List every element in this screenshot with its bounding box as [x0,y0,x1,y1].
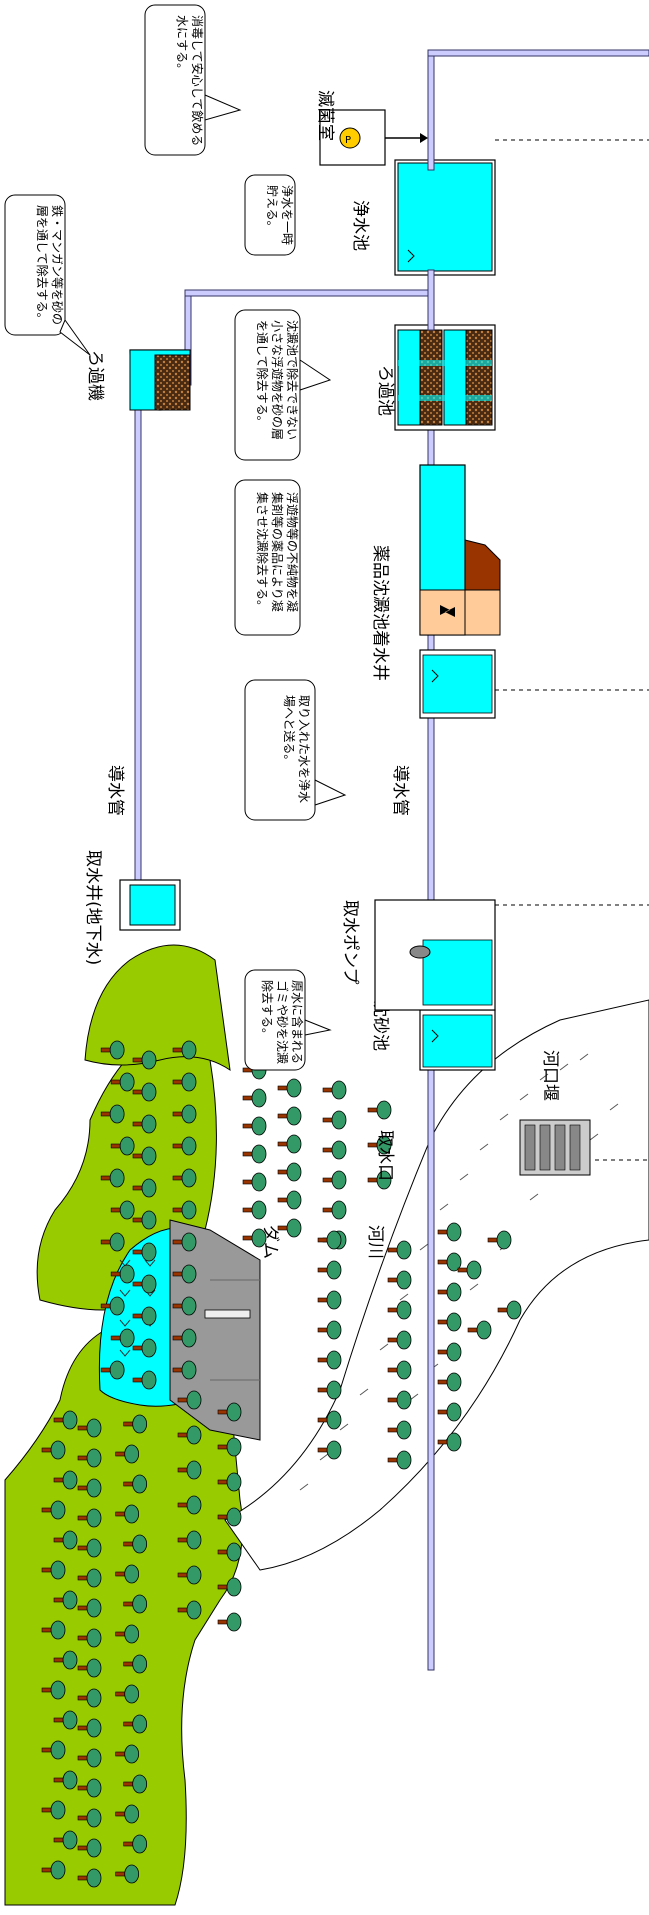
note-conduit [244,679,347,821]
tree-icon [322,1110,347,1130]
tree-icon [217,1612,242,1632]
clear-water-reservoir [394,159,496,276]
intake-pump-label: 取水ポンプ [340,900,360,985]
receiving-well-label: 着水井 [370,630,390,681]
note-line: 集剤等の薬品により凝 [270,492,285,612]
tree-icon [242,1088,267,1108]
note-line: ゴミや砂を沈澱 [275,980,290,1064]
tree-icon [277,1106,302,1126]
grit-chamber [419,1009,496,1071]
filter-machine [129,349,191,411]
intake-well [119,879,181,931]
filter-basins [394,324,496,431]
note-line: 消毒して安心して飲める [190,15,205,146]
disinfection-room-label: 滅菌室 [315,90,335,141]
tree-icon [322,1170,347,1190]
note-sedimentation [234,479,301,636]
tree-icon [277,1162,302,1182]
intake-pump [374,899,496,1011]
tree-icon [277,1190,302,1210]
tree-icon [322,1140,347,1160]
tree-icon [322,1200,347,1220]
tree-icon [277,1078,302,1098]
sedimentation-label: 薬品沈澱池 [370,545,390,630]
tree-icon [277,1218,302,1238]
conduit-well-label: 導水管 [105,765,125,816]
distribution-pipe [427,49,649,331]
river-mouth-weir-label: 河口堰 [540,1050,560,1101]
intake-well-label: 取水井(地下水) [83,850,103,965]
note-grit [244,969,332,1071]
clear-well-label: 浄水池 [350,200,370,251]
tree-icon [317,1380,342,1400]
tree-icon [242,1144,267,1164]
note-line: 場へと送る。 [282,695,297,766]
tree-icon [242,1116,267,1136]
receiving-well [419,649,496,719]
note-line: 層を通して除去する。 [35,205,50,325]
tree-icon [317,1350,342,1370]
note-line: 貯える。 [265,185,279,233]
conduit-main-label: 導水管 [390,765,410,816]
tree-icon [317,1230,342,1250]
note-filter-machine [4,194,91,356]
note-line: 取り入れた水を浄水 [297,695,311,803]
dashed-lines [495,139,649,1161]
tree-icon [317,1260,342,1280]
tree-icon [242,1172,267,1192]
filter-basin-label: ろ過池 [375,365,395,416]
tree-icon [242,1200,267,1220]
note-clear [244,174,296,256]
note-line: 小さな浮遊物を砂の層 [270,320,285,440]
filter-machine-label: ろ過機 [85,350,105,401]
dam [169,1219,261,1441]
note-line: 浮遊物等の不純物を凝 [285,492,300,612]
disinfection-room: P [319,109,428,166]
tree-icon [317,1320,342,1340]
note-line: 集させ沈澱除去する。 [255,492,270,612]
tree-icon [322,1080,347,1100]
note-line: 原水に含まれる [290,980,305,1064]
note-line: 浄水を一時 [280,185,294,245]
note-line: 水にする。 [175,15,189,75]
river-mouth-weir [519,1119,591,1176]
note-line: 除去する。 [260,980,275,1040]
note-line: を通して除去する。 [255,320,270,428]
svg-text:P: P [345,135,351,146]
hills [4,944,243,1906]
tree-icon [242,1228,267,1248]
note-disinfection [144,4,242,156]
tree-icon [317,1290,342,1310]
note-line: 鉄・マンガン等を砂の [50,205,65,325]
tree-icon [277,1134,302,1154]
note-filter [234,309,332,461]
intake-label: 取水口 [375,1130,395,1181]
note-line: 沈澱池で除去できない [285,320,300,440]
river-label: 河川 [365,1225,385,1259]
tree-icon [367,1100,392,1120]
grit-chamber-label: 沈砂池 [370,1000,390,1051]
sedimentation-basin [419,464,501,636]
